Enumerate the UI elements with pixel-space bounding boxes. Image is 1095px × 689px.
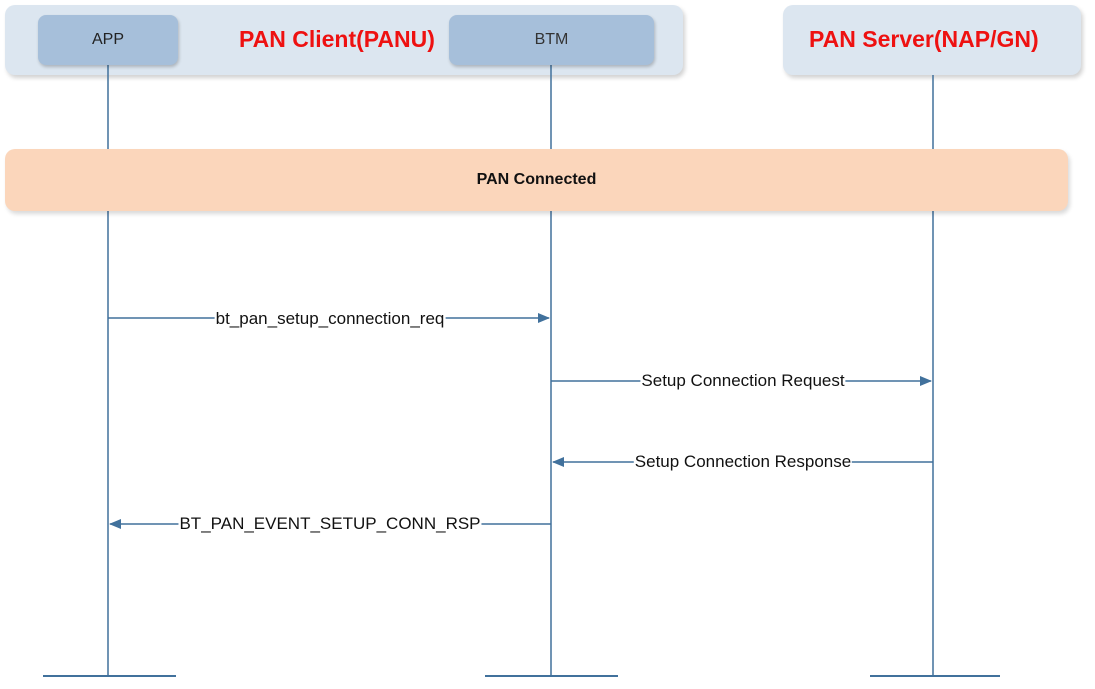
- message-label-setup-connection-request: Setup Connection Request: [640, 371, 846, 391]
- message-label-setup-connection-response: Setup Connection Response: [633, 452, 853, 472]
- message-arrows: [108, 313, 933, 529]
- participant-btm: BTM: [449, 15, 654, 65]
- message-label-setup-conn-rsp-event: BT_PAN_EVENT_SETUP_CONN_RSP: [178, 514, 482, 534]
- participant-app: APP: [38, 15, 178, 65]
- pan-client-title: PAN Client(PANU): [239, 26, 435, 52]
- pan-server-group: [783, 5, 1081, 75]
- message-label-setup-connection-req: bt_pan_setup_connection_req: [214, 309, 446, 329]
- pan-connected-state: PAN Connected: [5, 149, 1068, 211]
- pan-server-title: PAN Server(NAP/GN): [809, 26, 1039, 52]
